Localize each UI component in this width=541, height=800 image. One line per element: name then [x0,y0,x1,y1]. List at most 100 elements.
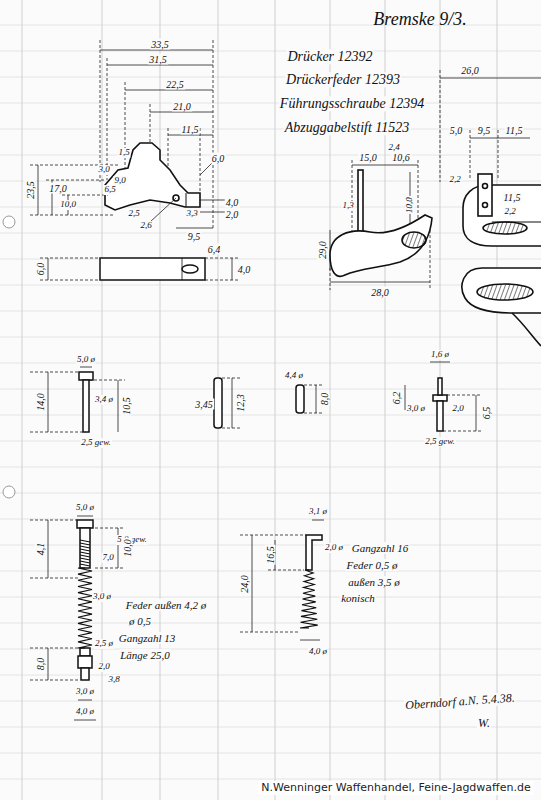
dimension-label: 2,5 [127,209,140,219]
dimension-label: 4,0 [237,264,252,275]
dimension-label: 6,0 [35,262,46,277]
drawing-title: Bremske 9/3. [373,10,466,30]
dimension-label: 3,3 [185,209,198,219]
dimension-label: 5,0 [449,125,464,136]
spring-note: Feder außen 4,2 ø [125,599,208,611]
dimension-label: 17,0 [48,183,68,194]
diameter-label: 3,1 ø [308,507,328,517]
dimension-label: 31,5 [148,54,168,65]
diameter-label: 3,0 ø [406,404,426,414]
dimension-label: 2,4 [387,143,400,153]
dimension-label: 10,6 [391,152,411,163]
diameter-label: 5,0 ø [76,355,96,365]
spring-note: ø 0,5 [128,615,152,627]
diameter-label: 3,4 ø [94,395,114,405]
dimension-label: 1,3 [341,201,354,211]
dimension-label: 15,0 [358,152,378,163]
diameter-label: 3,0 ø [75,687,95,697]
dimension-label: 9,5 [187,231,202,242]
dimension-label: 7,0 [101,553,114,563]
thread-stroke [80,561,90,563]
thread-stroke [80,543,90,545]
trigger-part [105,143,200,210]
dimension-label: 23,5 [25,180,36,200]
dimension-label: 6,5 [481,406,492,421]
dimension-label: 16,5 [265,545,276,565]
thread-stroke [80,555,90,557]
paper-columns [22,0,497,800]
spring-note: Länge 25,0 [119,649,171,661]
diameter-label: 4,0 ø [75,707,95,717]
dimension-label: 26,0 [460,65,480,76]
spring-coils [78,540,318,648]
dimension-lines [30,40,541,720]
dimension-label: 24,0 [239,574,250,594]
dimension-label: 6,0 [211,153,226,164]
trigger-assembly-sketch [330,170,541,346]
diameter-label: 2,0 ø [324,543,344,553]
dimension-label: 12,3 [235,393,246,413]
dimension-label: 9,0 [113,176,126,186]
dimension-label: 2,2 [503,207,516,217]
diameter-label: 4,0 ø [308,647,328,657]
dimension-label: 4,0 [225,197,240,208]
dimension-label: 2,2 [448,175,461,185]
thread-stroke [80,540,90,542]
dimension-label: 33,5 [150,39,170,50]
spring-note: Gangzahl 16 [351,542,410,554]
thread-stroke [80,546,90,548]
spring-note: konisch [340,592,376,604]
dimension-label: 6,2 [391,391,402,406]
watermark: N.Wenninger Waffenhandel, Feine-Jagdwaff… [258,781,533,795]
diameter-label: 3,0 ø [92,592,112,602]
dimension-label: 8,0 [319,392,330,407]
dimension-label: 11,5 [503,192,522,203]
dimension-label: 2,0 [225,209,240,220]
dimension-label: 10,0 [405,196,415,214]
diameter-label: 2,5 ø [94,639,114,649]
dimension-label: 4,1 [35,542,46,557]
dimension-label: 10,0 [59,200,77,210]
dimension-label: 9,5 [477,125,492,136]
dimension-label: 10,5 [121,396,132,416]
dimension-label: 3,8 [107,675,120,685]
thread-stroke [80,549,90,551]
spring [78,568,92,648]
spring-note: Gangzahl 13 [118,632,177,644]
thread-stroke [80,558,90,560]
dimension-label: 28,0 [370,287,390,298]
thread-stroke [80,564,90,566]
dimension-label: 10,0 [122,538,133,558]
spring [300,570,318,628]
dimension-label: 21,0 [172,101,192,112]
dimension-label: 14,0 [35,392,46,412]
dimension-label: 3,45 [194,399,214,410]
dimension-label: 2,6 [139,221,152,231]
dimension-label: 22,5 [165,79,185,90]
dimension-label: 8,0 [35,657,46,672]
part-name: Abzuggabelstift 11523 [284,120,411,135]
spring-note: außen 3,5 ø [347,576,401,588]
pins-and-screws [77,372,447,680]
part-name: Drückerfeder 12393 [285,72,401,87]
trigger-side-view [100,258,205,280]
signature: W. [477,717,491,730]
dimension-label: 1,5 [117,148,130,158]
part-name: Führungsschraube 12394 [279,96,425,111]
dimension-label: 11,5 [505,125,524,136]
part-name: Drücker 12392 [286,49,373,64]
spring-note: Feder 0,5 ø [345,559,398,571]
diameter-label: 1,6 ø [430,350,450,360]
diameter-label: 4,4 ø [284,371,304,381]
dimension-label: 2,0 [97,662,110,672]
dimension-label: 3,0 [97,165,110,175]
dimension-label: 6,4 [207,244,222,255]
dimension-label: 6,5 [103,185,116,195]
dimension-label: 2,0 [451,404,464,414]
dimension-label: 29,0 [317,240,328,260]
thread-label: 2,5 gew. [424,437,456,447]
dimension-label: 11,5 [181,124,200,135]
diameter-label: 5,0 ø [75,503,95,513]
